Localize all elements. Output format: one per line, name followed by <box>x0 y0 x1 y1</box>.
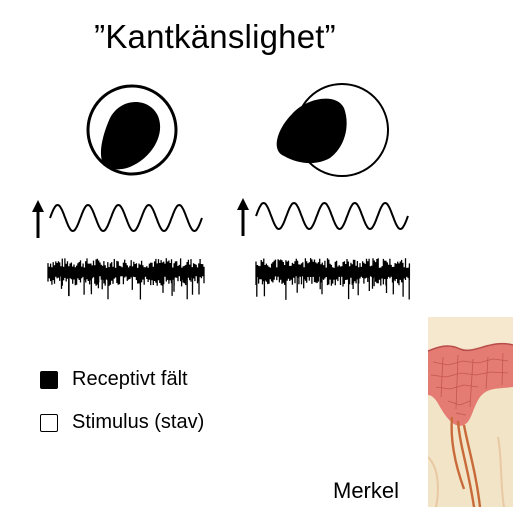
arrow-icon-right <box>237 198 249 236</box>
sine-wave-left <box>49 203 203 233</box>
right-receptive-panel <box>276 83 389 177</box>
spike-train-right <box>255 258 411 300</box>
sine-wave-right <box>255 201 409 231</box>
legend-stimulus-label: Stimulus (stav) <box>72 411 205 433</box>
merkel-caption: Merkel <box>333 478 400 503</box>
slide-title: ”Kantkänslighet” <box>94 18 336 55</box>
merkel-histology-image <box>428 317 513 507</box>
legend-receptive-field-label: Receptivt fält <box>72 368 188 390</box>
left-receptive-panel <box>86 84 178 176</box>
edge-sensitivity-diagram <box>32 83 411 300</box>
receptive-field-blob-right <box>276 98 347 164</box>
filled-square-icon <box>40 370 58 389</box>
legend-stimulus: Stimulus (stav) <box>40 411 204 434</box>
spike-train-left <box>47 258 205 300</box>
arrow-icon-left <box>32 200 44 238</box>
receptive-field-blob-left <box>100 102 161 170</box>
legend-receptive-field: Receptivt fält <box>40 368 188 391</box>
empty-square-icon <box>40 413 58 432</box>
